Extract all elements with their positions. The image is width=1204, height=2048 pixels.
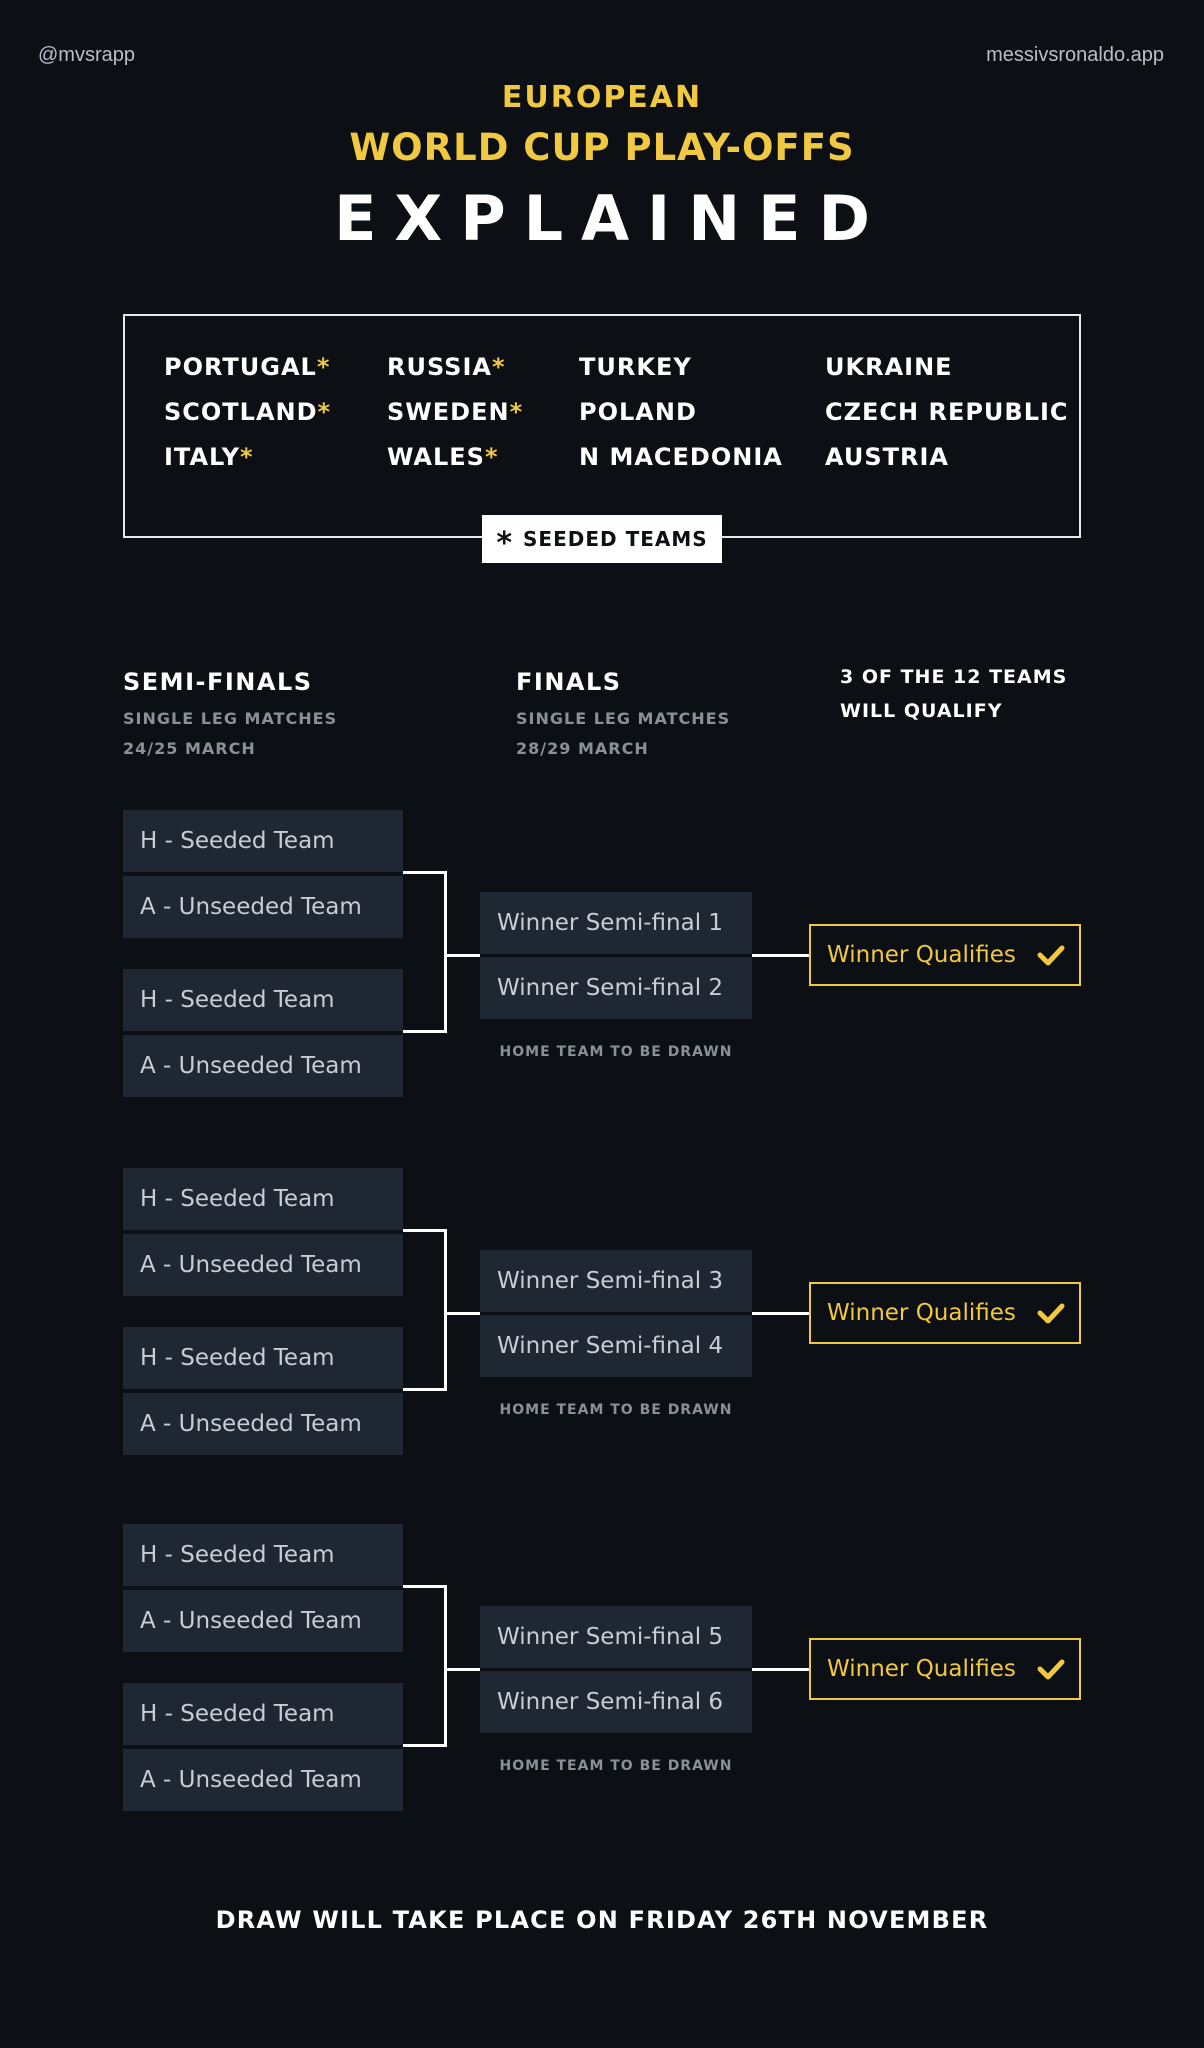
final-cell: Winner Semi-final 1 bbox=[480, 892, 752, 954]
home-team-note: HOME TEAM TO BE DRAWN bbox=[499, 1402, 733, 1418]
qualify-note: 3 OF THE 12 TEAMS WILL QUALIFY bbox=[840, 660, 1067, 728]
handle-text: @mvsrapp bbox=[38, 44, 135, 66]
finals-date: 28/29 MARCH bbox=[516, 739, 649, 758]
seeded-teams-legend: * SEEDED TEAMS bbox=[482, 515, 722, 563]
semis-format: SINGLE LEG MATCHES bbox=[123, 709, 338, 728]
asterisk-icon: * bbox=[496, 526, 514, 561]
team-name: PORTUGAL* bbox=[164, 353, 331, 381]
bracket-line bbox=[403, 1585, 447, 1588]
bracket-line bbox=[444, 871, 447, 1033]
team-name: SWEDEN* bbox=[387, 398, 524, 426]
team-column-4: UKRAINE CZECH REPUBLIC AUSTRIA bbox=[825, 352, 1069, 472]
semi-team-cell: A - Unseeded Team bbox=[123, 1590, 403, 1652]
team-column-3: TURKEY POLAND N MACEDONIA bbox=[579, 352, 783, 472]
qualify-note-line-1: 3 OF THE 12 TEAMS bbox=[840, 666, 1068, 688]
bracket-line bbox=[752, 1312, 809, 1315]
winner-qualifies-box: Winner Qualifies bbox=[809, 1282, 1081, 1344]
team-name: ITALY* bbox=[164, 443, 254, 471]
bracket-line bbox=[444, 1229, 447, 1391]
semi-team-cell: A - Unseeded Team bbox=[123, 1393, 403, 1455]
bracket-line bbox=[403, 871, 447, 874]
semi-team-cell: A - Unseeded Team bbox=[123, 1035, 403, 1097]
team-name: RUSSIA* bbox=[387, 353, 506, 381]
winner-qualifies-label: Winner Qualifies bbox=[827, 1656, 1016, 1682]
team-name: TURKEY bbox=[579, 353, 692, 381]
final-cell: Winner Semi-final 3 bbox=[480, 1250, 752, 1312]
team-name: AUSTRIA bbox=[825, 443, 949, 471]
bracket-line bbox=[444, 1585, 447, 1747]
team-name: UKRAINE bbox=[825, 353, 953, 381]
play-off-path-3: H - Seeded Team A - Unseeded Team H - Se… bbox=[0, 1524, 1204, 1814]
semi-team-cell: A - Unseeded Team bbox=[123, 1749, 403, 1811]
bracket-line bbox=[444, 1312, 480, 1315]
play-off-path-1: H - Seeded Team A - Unseeded Team H - Se… bbox=[0, 810, 1204, 1100]
seed-star: * bbox=[491, 353, 506, 381]
teams-box: PORTUGAL* SCOTLAND* ITALY* RUSSIA* SWEDE… bbox=[123, 314, 1081, 538]
semi-team-cell: H - Seeded Team bbox=[123, 1524, 403, 1586]
title-line-3: EXPLAINED bbox=[334, 182, 888, 255]
qualify-note-line-2: WILL QUALIFY bbox=[840, 700, 1003, 722]
site-url: messivsronaldo.app bbox=[986, 44, 1164, 66]
team-name: CZECH REPUBLIC bbox=[825, 398, 1069, 426]
semis-title: SEMI-FINALS bbox=[123, 668, 313, 696]
semi-team-cell: H - Seeded Team bbox=[123, 1168, 403, 1230]
team-name: WALES* bbox=[387, 443, 499, 471]
final-cell: Winner Semi-final 4 bbox=[480, 1315, 752, 1377]
home-team-note: HOME TEAM TO BE DRAWN bbox=[499, 1758, 733, 1774]
draw-date-footer: DRAW WILL TAKE PLACE ON FRIDAY 26TH NOVE… bbox=[215, 1906, 989, 1934]
check-icon bbox=[1037, 1659, 1065, 1680]
play-off-path-2: H - Seeded Team A - Unseeded Team H - Se… bbox=[0, 1168, 1204, 1458]
semi-team-cell: H - Seeded Team bbox=[123, 1683, 403, 1745]
team-name: SCOTLAND* bbox=[164, 398, 332, 426]
final-cell: Winner Semi-final 6 bbox=[480, 1671, 752, 1733]
bracket-line bbox=[444, 954, 480, 957]
semi-team-cell: H - Seeded Team bbox=[123, 1327, 403, 1389]
bracket-line bbox=[403, 1388, 447, 1391]
winner-qualifies-box: Winner Qualifies bbox=[809, 924, 1081, 986]
seed-star: * bbox=[317, 398, 332, 426]
seed-star: * bbox=[484, 443, 499, 471]
winner-qualifies-label: Winner Qualifies bbox=[827, 1300, 1016, 1326]
bracket-line bbox=[752, 954, 809, 957]
final-cell: Winner Semi-final 5 bbox=[480, 1606, 752, 1668]
semis-date: 24/25 MARCH bbox=[123, 739, 256, 758]
seeded-teams-label: SEEDED TEAMS bbox=[523, 527, 708, 551]
bracket-line bbox=[403, 1744, 447, 1747]
semi-team-cell: A - Unseeded Team bbox=[123, 876, 403, 938]
bracket-line bbox=[444, 1668, 480, 1671]
check-icon bbox=[1037, 945, 1065, 966]
semi-team-cell: A - Unseeded Team bbox=[123, 1234, 403, 1296]
seed-star: * bbox=[509, 398, 524, 426]
check-icon bbox=[1037, 1303, 1065, 1324]
team-name: POLAND bbox=[579, 398, 697, 426]
bracket-line bbox=[403, 1229, 447, 1232]
seed-star: * bbox=[239, 443, 254, 471]
team-column-2: RUSSIA* SWEDEN* WALES* bbox=[387, 352, 523, 472]
bracket-line bbox=[403, 1030, 447, 1033]
semi-team-cell: H - Seeded Team bbox=[123, 810, 403, 872]
final-cell: Winner Semi-final 2 bbox=[480, 957, 752, 1019]
semi-team-cell: H - Seeded Team bbox=[123, 969, 403, 1031]
team-name: N MACEDONIA bbox=[579, 443, 783, 471]
winner-qualifies-box: Winner Qualifies bbox=[809, 1638, 1081, 1700]
seed-star: * bbox=[316, 353, 331, 381]
finals-format: SINGLE LEG MATCHES bbox=[516, 709, 731, 728]
winner-qualifies-label: Winner Qualifies bbox=[827, 942, 1016, 968]
finals-title: FINALS bbox=[516, 668, 622, 696]
title-line-1: EUROPEAN bbox=[501, 80, 703, 115]
title-line-2: WORLD CUP PLAY-OFFS bbox=[349, 126, 855, 169]
home-team-note: HOME TEAM TO BE DRAWN bbox=[499, 1044, 733, 1060]
team-column-1: PORTUGAL* SCOTLAND* ITALY* bbox=[164, 352, 331, 472]
bracket-line bbox=[752, 1668, 809, 1671]
